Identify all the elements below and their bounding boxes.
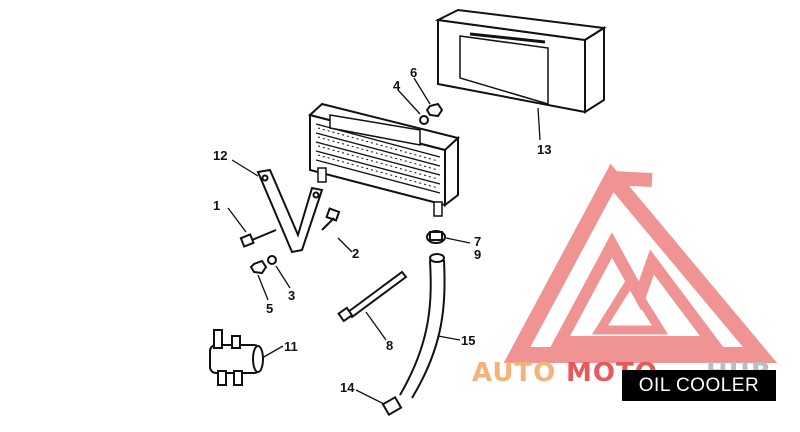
callout-3: 3 [288, 288, 295, 303]
hose-clamp [426, 230, 446, 244]
callout-8: 8 [386, 338, 393, 353]
callout-13: 13 [537, 142, 551, 157]
cooler-cover [434, 8, 607, 114]
watermark-logo [503, 163, 778, 363]
rod-8 [337, 270, 408, 323]
oil-cooler-core [307, 102, 461, 217]
callout-2: 2 [352, 246, 359, 261]
bolt-1 [239, 229, 277, 248]
callout-1: 1 [213, 198, 220, 213]
callout-11: 11 [284, 339, 298, 354]
callout-14: 14 [340, 380, 355, 395]
callout-5: 5 [266, 301, 273, 316]
diagram-title: OIL COOLER [622, 370, 776, 401]
oil-hose [399, 253, 446, 399]
nut-5 [249, 259, 268, 275]
watermark-text-auto: AUTO [472, 358, 556, 388]
junction-block [209, 329, 264, 386]
callout-4: 4 [393, 78, 401, 93]
mounting-bracket [256, 168, 324, 254]
nut-6 [425, 102, 444, 118]
callout-7: 7 [474, 234, 481, 249]
washer-4 [419, 115, 429, 125]
callout-15: 15 [461, 333, 475, 348]
leader-lines [227, 77, 541, 405]
callout-6: 6 [410, 65, 417, 80]
callout-12: 12 [213, 148, 227, 163]
fitting-14 [381, 395, 403, 417]
washer-3 [267, 255, 277, 265]
bolt-2 [321, 207, 341, 231]
callout-9: 9 [474, 247, 481, 262]
